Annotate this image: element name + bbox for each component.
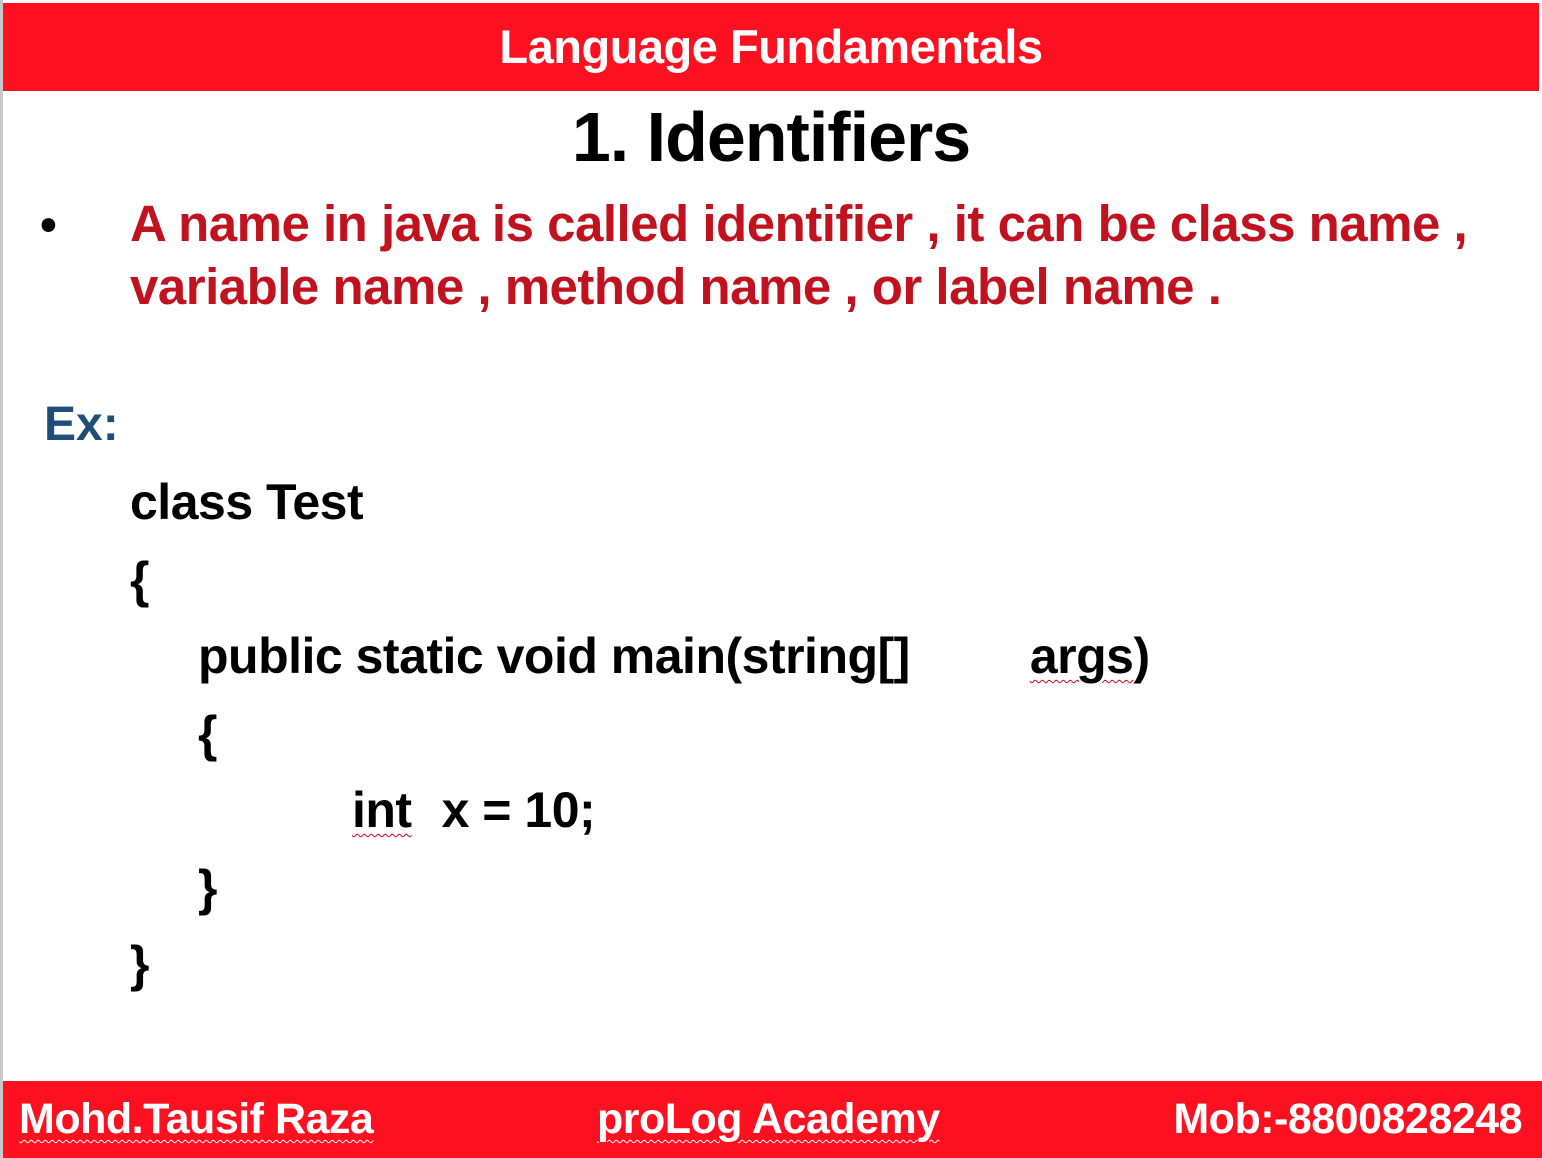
code-statement-rest: x = 10;	[441, 782, 596, 838]
header-banner: Language Fundamentals	[3, 3, 1539, 91]
footer-academy-text: proLog Academy	[597, 1095, 940, 1143]
code-method-close-paren: )	[1133, 628, 1150, 684]
code-close-brace-outer: }	[130, 936, 149, 992]
footer-mobile: Mob:-8800828248	[1173, 1095, 1522, 1143]
code-method-signature-main: public static void main(string[]	[198, 628, 910, 684]
footer-academy: proLog Academy	[597, 1093, 940, 1145]
code-open-brace-outer: {	[130, 552, 149, 608]
code-method-signature: public static void main(string[] args)	[198, 626, 1150, 686]
code-close-brace-inner: }	[198, 860, 217, 916]
bullet-icon: •	[40, 199, 57, 252]
code-class-declaration: class Test	[130, 474, 364, 530]
code-statement: int x = 10;	[352, 780, 596, 840]
definition-text: A name in java is called identifier , it…	[130, 195, 1468, 315]
code-method-args: args	[1029, 628, 1134, 684]
header-title: Language Fundamentals	[499, 20, 1043, 73]
slide-heading: 1. Identifiers	[571, 98, 971, 176]
code-statement-type: int	[352, 782, 412, 838]
footer-banner: Mohd.Tausif Raza proLog Academy Mob:-880…	[3, 1081, 1542, 1158]
slide-left-edge	[0, 0, 3, 1158]
footer-author: Mohd.Tausif Raza	[19, 1095, 374, 1143]
example-label: Ex:	[44, 398, 119, 451]
code-open-brace-inner: {	[198, 706, 217, 762]
